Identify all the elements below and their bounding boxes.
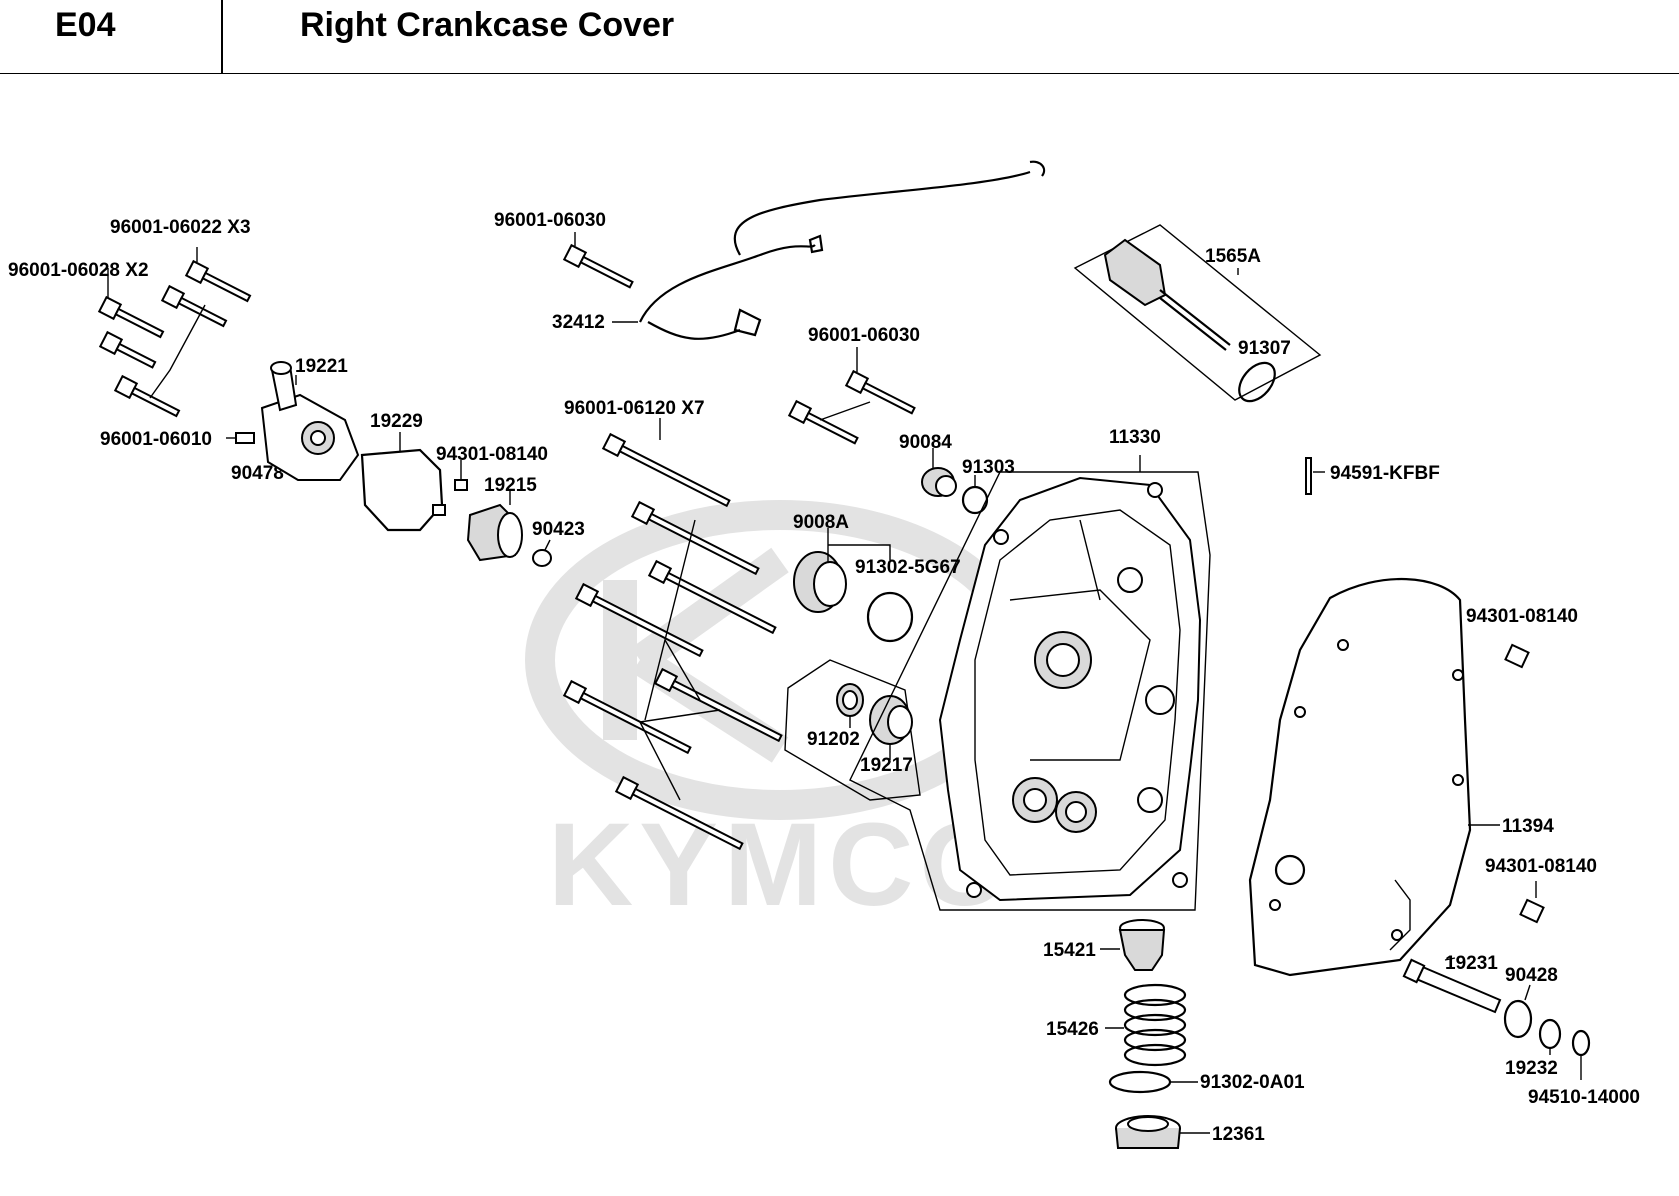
label-96001-06010: 96001-06010 — [100, 429, 212, 450]
gasket-19229 — [360, 448, 444, 532]
dowel-pin-94301-08140-b — [1504, 643, 1530, 669]
label-15426: 15426 — [1046, 1019, 1099, 1040]
label-94301-08140-c: 94301-08140 — [1485, 856, 1597, 877]
label-96001-06030-a: 96001-06030 — [494, 210, 606, 231]
dowel-pin-94301-08140-c — [1519, 898, 1545, 924]
label-15421: 15421 — [1043, 940, 1096, 961]
label-19221: 19221 — [295, 356, 348, 377]
o-ring-91303 — [961, 485, 989, 515]
label-94510-14000: 94510-14000 — [1528, 1087, 1640, 1108]
shaft-19231 — [1402, 958, 1502, 1014]
label-90423: 90423 — [532, 519, 585, 540]
label-19217: 19217 — [860, 755, 913, 776]
dipstick-1565A-box — [1073, 224, 1322, 403]
seal-9008A — [793, 551, 847, 613]
label-96001-06120: 96001-06120 X7 — [564, 398, 705, 419]
o-ring-91302-0A01 — [1108, 1070, 1172, 1094]
bolt-96001-06022-group — [113, 259, 252, 418]
label-90478: 90478 — [231, 463, 284, 484]
water-pump-cover-19221 — [260, 361, 360, 481]
seal-box-91202-19217 — [784, 659, 921, 801]
label-9008A: 9008A — [793, 512, 849, 533]
drain-plug-12361 — [1115, 1115, 1181, 1149]
cable-32412 — [639, 160, 1046, 340]
o-ring-91302-5G67 — [866, 591, 914, 643]
header-divider — [221, 0, 223, 73]
label-19231: 19231 — [1445, 953, 1498, 974]
circlip-94510-14000 — [1571, 1029, 1591, 1057]
seal-90084 — [921, 467, 957, 497]
label-94301-08140-b: 94301-08140 — [1466, 606, 1578, 627]
label-91302-5G67: 91302-5G67 — [855, 557, 961, 578]
strainer-15421 — [1118, 919, 1166, 971]
label-19215: 19215 — [484, 475, 537, 496]
bolt-96001-06030-a — [562, 243, 634, 289]
label-19229: 19229 — [370, 411, 423, 432]
page-header: E04 Right Crankcase Cover — [0, 0, 1679, 74]
crankcase-cover-11330 — [849, 471, 1211, 911]
spring-15426 — [1123, 983, 1187, 1067]
label-90084: 90084 — [899, 432, 952, 453]
screw-96001-06010 — [235, 432, 255, 444]
label-94591-KFBF: 94591-KFBF — [1330, 463, 1440, 484]
section-code: E04 — [55, 6, 116, 44]
bolt-96001-06120-group — [562, 432, 783, 851]
bolt-96001-06028-group — [97, 295, 165, 369]
label-11330: 11330 — [1109, 427, 1161, 448]
label-96001-06030-b: 96001-06030 — [808, 325, 920, 346]
gasket-11394 — [1248, 577, 1472, 977]
seal-90423 — [532, 549, 552, 567]
washer-90428 — [1503, 999, 1533, 1039]
label-1565A: 1565A — [1205, 246, 1261, 267]
label-11394: 11394 — [1502, 816, 1554, 837]
label-91303: 91303 — [962, 457, 1015, 478]
watermark-text: KYMCO — [548, 799, 1017, 931]
impeller-19215 — [466, 503, 523, 562]
label-96001-06028: 96001-06028 X2 — [8, 260, 149, 281]
label-96001-06022: 96001-06022 X3 — [110, 217, 251, 238]
label-91202: 91202 — [807, 729, 860, 750]
page-title: Right Crankcase Cover — [300, 6, 675, 44]
bolt-96001-06030-b1 — [844, 369, 916, 415]
label-90428: 90428 — [1505, 965, 1558, 986]
washer-19232 — [1538, 1018, 1562, 1050]
label-91307: 91307 — [1238, 338, 1291, 359]
clip-94591-KFBF — [1305, 457, 1312, 495]
label-94301-08140-a: 94301-08140 — [436, 444, 548, 465]
dowel-pin-94301-08140-a1 — [454, 479, 468, 491]
label-32412: 32412 — [552, 312, 605, 333]
bolt-96001-06030-b2 — [787, 399, 859, 445]
label-19232: 19232 — [1505, 1058, 1558, 1079]
label-12361: 12361 — [1212, 1124, 1265, 1145]
label-91302-0A01: 91302-0A01 — [1200, 1072, 1305, 1093]
dowel-pin-94301-08140-a2 — [432, 504, 446, 516]
